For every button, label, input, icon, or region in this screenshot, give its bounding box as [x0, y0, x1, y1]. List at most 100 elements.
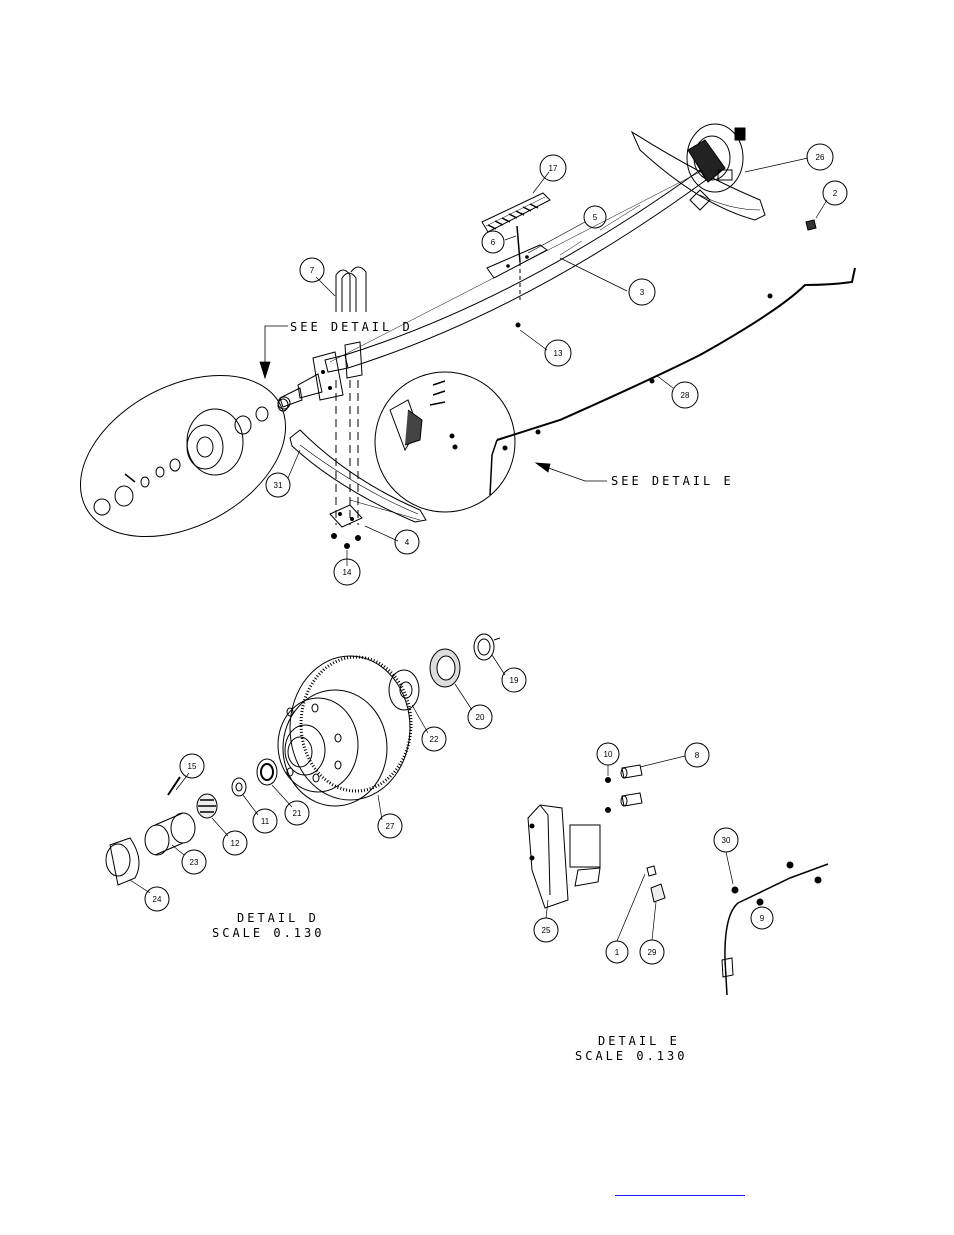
callout-7: 7 [299, 257, 325, 283]
svg-text:20: 20 [476, 713, 485, 722]
cap-24 [105, 837, 140, 886]
svg-text:10: 10 [604, 750, 613, 759]
callout-12: 12 [222, 830, 248, 856]
svg-text:26: 26 [816, 153, 825, 162]
svg-text:14: 14 [343, 568, 352, 577]
callout-13: 13 [544, 339, 572, 367]
nuts-14 [331, 533, 361, 549]
leaf-spring-31 [289, 429, 427, 523]
svg-text:11: 11 [261, 817, 270, 826]
callout-24: 24 [144, 886, 170, 912]
svg-text:4: 4 [405, 538, 410, 547]
washer-11 [231, 777, 247, 797]
svg-text:24: 24 [153, 895, 162, 904]
svg-text:25: 25 [542, 926, 551, 935]
detail-e-title: DETAIL E [598, 1034, 680, 1048]
callout-8: 8 [684, 742, 710, 768]
callout-30: 30 [713, 827, 739, 853]
callout-25: 25 [533, 917, 559, 943]
see-detail-e-label: SEE DETAIL E [611, 474, 734, 488]
callout-5: 5 [583, 205, 607, 229]
svg-text:30: 30 [722, 836, 731, 845]
svg-text:15: 15 [188, 762, 197, 771]
detail-d-title: DETAIL D [237, 911, 319, 925]
pad-17 [481, 192, 551, 233]
plate-4 [329, 504, 363, 528]
svg-text:8: 8 [695, 751, 700, 760]
rotor-27 [277, 655, 413, 807]
callout-22: 22 [421, 726, 447, 752]
svg-text:19: 19 [510, 676, 519, 685]
svg-text:13: 13 [554, 349, 563, 358]
callout-28: 28 [671, 381, 699, 409]
nut-2 [805, 219, 817, 231]
svg-text:3: 3 [640, 288, 645, 297]
callout-10: 10 [596, 742, 620, 766]
main-assembly-view: 17 5 6 7 3 13 26 2 28 31 4 14 SEE DETAIL… [79, 123, 856, 586]
svg-text:29: 29 [648, 948, 657, 957]
callout-6: 6 [481, 230, 505, 254]
plate-5 [486, 244, 548, 279]
right-leaf-spring [630, 130, 766, 221]
callout-29: 29 [639, 939, 665, 965]
detail-d-circle [79, 374, 289, 538]
bolt-6 [516, 225, 521, 263]
svg-text:7: 7 [310, 266, 315, 275]
callout-19: 19 [501, 667, 527, 693]
svg-text:27: 27 [386, 822, 395, 831]
svg-text:21: 21 [293, 809, 302, 818]
svg-text:1: 1 [615, 948, 620, 957]
callout-21: 21 [284, 800, 310, 826]
castle-nut-12 [196, 793, 218, 819]
washer-10a [605, 777, 611, 783]
bearing-21 [256, 758, 278, 786]
svg-text:28: 28 [681, 391, 690, 400]
ring-19 [473, 633, 501, 661]
seal-20 [429, 648, 461, 688]
callout-4: 4 [394, 529, 420, 555]
callouts-detail-e: 10 8 30 9 25 1 29 [533, 742, 774, 965]
spindle [277, 373, 323, 410]
svg-text:5: 5 [593, 213, 598, 222]
callout-17: 17 [539, 154, 567, 182]
fitting-1 [646, 865, 657, 877]
detail-e-scale: SCALE 0.130 [575, 1049, 687, 1063]
callout-9: 9 [750, 906, 774, 930]
caliper-25 [527, 804, 601, 909]
callout-3: 3 [628, 278, 656, 306]
detail-e-view: 10 8 30 9 25 1 29 DETAIL E SCALE 0.130 [527, 742, 829, 1063]
svg-text:17: 17 [549, 164, 558, 173]
svg-text:6: 6 [491, 238, 496, 247]
see-detail-leaders [259, 325, 607, 482]
callout-1: 1 [605, 940, 629, 964]
callout-leaders-main [287, 157, 828, 566]
detail-d-scale: SCALE 0.130 [212, 926, 324, 940]
svg-text:9: 9 [760, 914, 765, 923]
washer-10b [605, 807, 611, 813]
callout-leaders-d [129, 654, 506, 894]
callout-15: 15 [179, 753, 205, 779]
callout-14: 14 [333, 558, 361, 586]
dust-cap-23 [144, 812, 196, 856]
brake-line-28 [489, 267, 856, 496]
see-detail-d-label: SEE DETAIL D [290, 320, 413, 334]
detail-e-circle [374, 371, 516, 513]
callouts-main: 17 5 6 7 3 13 26 2 28 31 4 14 [265, 143, 848, 586]
callout-leaders-e [545, 755, 760, 942]
block-29 [650, 883, 666, 903]
footer-link[interactable] [615, 1183, 745, 1196]
cotter-pin-15 [167, 776, 181, 796]
spring-perch-plate [312, 341, 363, 401]
axle-beam [324, 169, 707, 373]
callout-31: 31 [265, 472, 291, 498]
centerlines [335, 380, 359, 525]
bolts-8 [620, 764, 643, 807]
detail-d-view: 19 20 22 27 15 21 11 12 23 24 DETAIL D S… [105, 633, 527, 940]
u-bolt-7 [335, 266, 367, 312]
callout-23: 23 [181, 849, 207, 875]
callout-2: 2 [822, 180, 848, 206]
svg-text:22: 22 [430, 735, 439, 744]
callout-27: 27 [377, 813, 403, 839]
callout-11: 11 [252, 808, 278, 834]
